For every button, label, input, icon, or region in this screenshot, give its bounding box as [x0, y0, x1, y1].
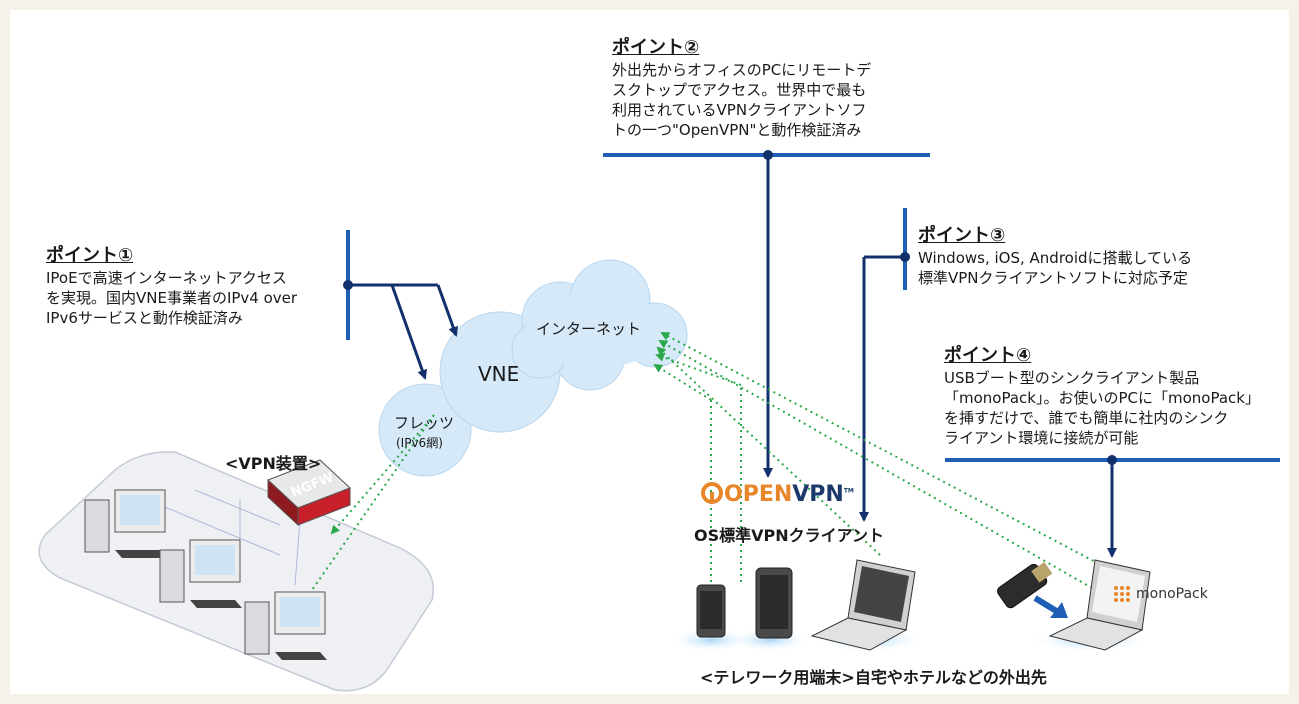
- flets-sub-label: (IPv6網): [396, 436, 443, 450]
- internet-label: インターネット: [536, 320, 642, 338]
- ngfw-appliance-icon: [267, 459, 351, 527]
- desktop-pc-icon: [244, 591, 327, 660]
- point-2-text: 外出先からオフィスのPCにリモートデ スクトップでアクセス。世界中で最も 利用さ…: [612, 61, 872, 139]
- usb-insert-arrow: [1033, 595, 1060, 615]
- point-connectors: [343, 150, 1117, 558]
- monopack-dots-icon: [1114, 586, 1130, 602]
- vne-label: VNE: [478, 362, 520, 386]
- point-1-text: IPoEで高速インターネットアクセス を実現。国内VNE事業者のIPv4 ove…: [46, 269, 298, 327]
- point-3: ポイント③ Windows, iOS, Androidに搭載している 標準VPN…: [918, 226, 1258, 288]
- flets-label: フレッツ: [394, 414, 455, 432]
- tablet-icon: [755, 567, 793, 639]
- openvpn-logo-vpn: VPN: [792, 482, 844, 507]
- point-4: ポイント④ USBブート型のシンクライアント製品 「monoPack」。お使いの…: [944, 346, 1289, 448]
- usb-stick-icon: [997, 561, 1053, 609]
- vpn-device-label: <VPN装置>: [225, 454, 322, 473]
- desktop-pc-icon: [84, 489, 167, 558]
- point-2: ポイント② 外出先からオフィスのPCにリモートデ スクトップでアクセス。世界中で…: [612, 38, 942, 140]
- monopack-laptop-icon: [1048, 559, 1151, 651]
- openvpn-logo-tm: TM: [843, 487, 854, 495]
- laptop-icon: [810, 559, 916, 651]
- vpn-tunnels: [303, 332, 1121, 602]
- openvpn-logo: OPENVPNTM: [724, 482, 854, 507]
- point-3-text: Windows, iOS, Androidに搭載している 標準VPNクライアント…: [918, 249, 1193, 287]
- point-2-title: ポイント②: [612, 37, 700, 58]
- point-1: ポイント① IPoEで高速インターネットアクセス を実現。国内VNE事業者のIP…: [46, 246, 336, 328]
- smartphone-icon: [696, 584, 726, 638]
- point-4-text: USBブート型のシンクライアント製品 「monoPack」。お使いのPCに「mo…: [944, 369, 1260, 447]
- desktop-pc-icon: [159, 539, 242, 608]
- openvpn-logo-icon: [701, 482, 723, 504]
- point-3-title: ポイント③: [918, 225, 1006, 246]
- openvpn-logo-open: OPEN: [724, 482, 793, 507]
- os-client-label: OS標準VPNクライアント: [694, 526, 884, 545]
- telework-label: <テレワーク用端末>自宅やホテルなどの外出先: [700, 668, 1047, 687]
- internet-cloud: [511, 259, 688, 391]
- point-4-title: ポイント④: [944, 345, 1032, 366]
- point-1-title: ポイント①: [46, 245, 134, 266]
- monopack-logo-text: monoPack: [1136, 586, 1208, 602]
